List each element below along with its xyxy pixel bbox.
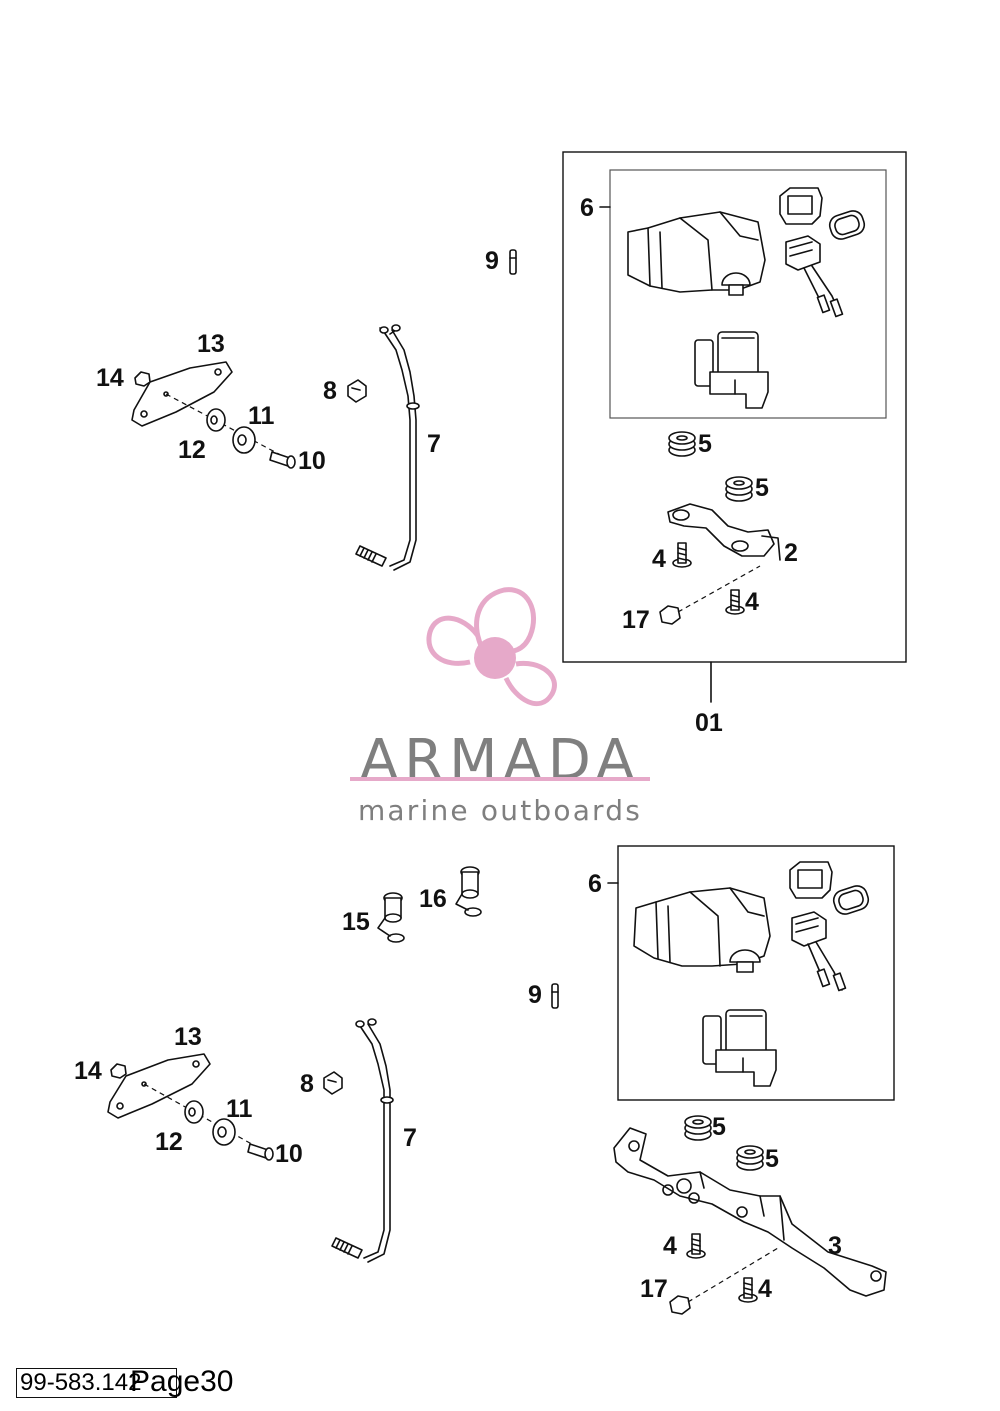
washer-12 [206,408,226,432]
callout-4b: 4 [745,588,759,616]
grommet-5b [725,476,753,502]
screw-4a [672,542,692,568]
callout-15: 15 [342,908,370,936]
propeller-icon [426,587,557,707]
seal-ring [828,210,866,240]
bolt-17-bottom [669,1247,779,1315]
screw-10-bottom [247,1143,274,1161]
plate-13-bottom [107,1053,211,1119]
callout-13: 13 [197,330,225,358]
callout-2: 2 [784,539,798,567]
plate-13 [131,361,233,427]
callout-13-bottom: 13 [174,1023,202,1051]
callout-01: 01 [695,709,723,737]
page-number: Page30 [130,1365,234,1398]
callout-9-bottom: 9 [528,981,542,1009]
part-6-box-bottom [617,845,895,1101]
switch-cover [779,187,823,225]
callout-17: 17 [622,606,650,634]
washer-12-bottom [184,1100,204,1124]
cable-7-bottom [331,1018,394,1263]
callout-11-bottom: 11 [226,1095,253,1123]
cable-7 [355,324,420,571]
callout-11: 11 [248,402,275,430]
callout-17-bottom: 17 [640,1275,668,1303]
callout-14-bottom: 14 [74,1057,102,1085]
pin-9-bottom [551,983,559,1009]
callout-6: 6 [580,194,594,222]
clip-8-bottom [323,1071,343,1095]
logo-tagline: marine outboards [358,794,642,827]
callout-3: 3 [828,1232,842,1260]
pin-9 [509,249,517,275]
switch-element [785,235,844,318]
callout-10: 10 [298,447,326,475]
mounting-bracket-2 [667,503,781,561]
switch-housing-bottom [633,887,771,973]
callout-7: 7 [427,430,441,458]
top-assembly: 6 9 13 14 11 12 10 8 7 5 5 4 2 17 4 01 [96,151,907,737]
callout-9: 9 [485,247,499,275]
kit-box-01 [562,151,907,663]
callout-6-bottom: 6 [588,870,602,898]
callout-4a: 4 [652,545,666,573]
document-code: 99-583.142 [16,1368,177,1398]
callout-8-bottom: 8 [300,1070,314,1098]
switch-cover-bottom [789,861,833,899]
screw-4d [738,1277,758,1303]
bushing-11 [232,426,256,454]
screw-4b [725,589,745,615]
plug-15 [377,892,405,943]
mounting-bracket-3 [613,1127,887,1297]
callout-10-bottom: 10 [275,1140,303,1168]
screw-4c [686,1233,706,1259]
part-6-box [609,169,887,419]
nut-14 [134,371,151,387]
grommet-5a [668,431,696,457]
callout-12-bottom: 12 [155,1128,183,1156]
grommet-5d [736,1145,764,1171]
callout-16: 16 [419,885,447,913]
clip-8 [347,379,367,403]
callout-12: 12 [178,436,206,464]
armada-logo: ARMADA marine outboards [350,587,650,827]
bushing-11-bottom [212,1118,236,1146]
callout-4d: 4 [758,1275,772,1303]
logo-brand: ARMADA [360,728,640,793]
screw-10 [269,451,296,469]
callout-7-bottom: 7 [403,1124,417,1152]
bottom-assembly: 6 16 15 9 13 14 11 12 10 8 7 5 5 4 3 17 … [74,845,895,1315]
coil-bracket-bottom [702,1009,777,1087]
coil-bracket [694,331,769,409]
switch-element-bottom [791,911,847,992]
callout-14: 14 [96,364,124,392]
seal-ring-bottom [832,885,870,915]
callout-5b: 5 [755,474,769,502]
nut-14-bottom [110,1063,127,1079]
bolt-17 [659,565,761,625]
switch-housing [627,211,766,296]
logo-accent-bar [350,777,650,781]
callout-4c: 4 [663,1232,677,1260]
callout-8: 8 [323,377,337,405]
callout-5d: 5 [765,1145,779,1173]
grommet-5c [684,1115,712,1141]
callout-5a: 5 [698,430,712,458]
callout-5c: 5 [712,1113,726,1141]
plug-16 [455,866,482,917]
